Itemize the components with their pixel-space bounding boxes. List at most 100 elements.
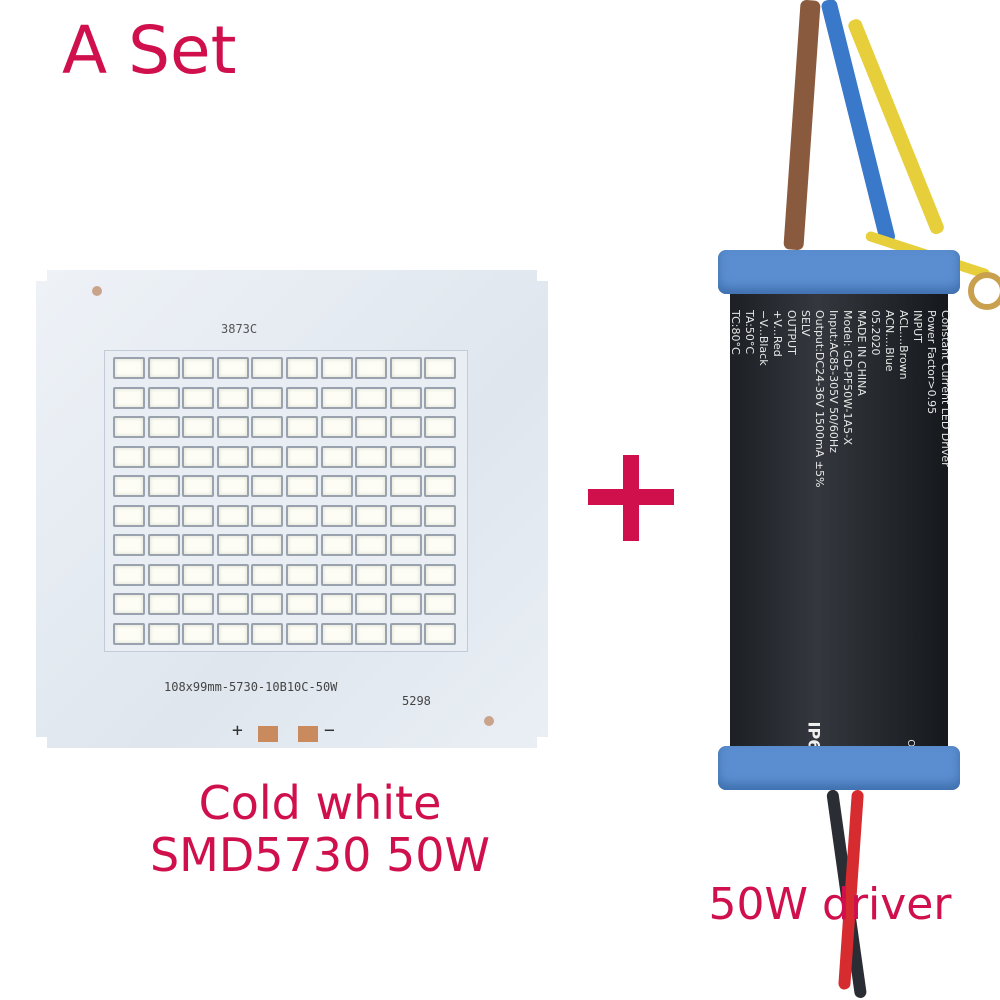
smd-led	[424, 622, 457, 645]
smd-led	[389, 534, 422, 556]
driver-power-factor: Power Factor>0.95	[925, 310, 938, 415]
smd-led	[113, 445, 145, 468]
smd-led	[286, 563, 318, 586]
smd-led	[147, 504, 180, 527]
smd-led	[182, 445, 215, 468]
board-corner	[25, 259, 47, 281]
driver-selv: SELV	[799, 310, 812, 337]
driver-title: Constant Current LED Driver	[939, 310, 952, 467]
smd-led	[216, 475, 249, 497]
smd-led	[251, 416, 284, 438]
smd-led	[355, 475, 388, 497]
board-corner	[537, 259, 559, 281]
smd-led	[147, 475, 180, 497]
smd-led	[389, 357, 422, 379]
smd-led	[113, 593, 145, 615]
smd-led	[355, 622, 388, 645]
smd-led	[113, 534, 145, 556]
minus-sign: −	[324, 720, 335, 741]
led-row	[113, 386, 459, 409]
smd-led	[216, 416, 249, 438]
led-row	[113, 445, 459, 468]
plus-icon	[588, 455, 674, 541]
driver-date: 05.2020	[869, 310, 882, 356]
smd-led	[147, 386, 180, 409]
driver-output-spec: Output:DC24-36V 1500mA ±5%	[813, 310, 826, 488]
driver-input-spec: Input:AC85-305V 50/60Hz	[827, 310, 840, 453]
driver-output: OUTPUT	[785, 310, 798, 355]
board-corner	[25, 737, 47, 759]
smd-led	[182, 475, 215, 497]
smd-led	[355, 504, 388, 527]
smd-led	[424, 475, 457, 497]
driver-body: Constant Current LED Driver Power Factor…	[729, 280, 952, 761]
smd-led	[251, 593, 284, 615]
title: A Set	[62, 12, 237, 89]
smd-led	[355, 416, 388, 438]
smd-led	[251, 445, 284, 468]
wire-brown	[783, 0, 821, 251]
smd-led	[355, 357, 388, 379]
smd-led	[355, 563, 388, 586]
led-caption: Cold white SMD5730 50W	[100, 776, 540, 881]
smd-led	[182, 386, 215, 409]
smd-led	[286, 622, 318, 645]
smd-led	[286, 416, 318, 438]
smd-led	[216, 622, 249, 645]
smd-led	[286, 593, 318, 615]
smd-led	[147, 416, 180, 438]
smd-led	[251, 534, 284, 556]
smd-led	[389, 622, 422, 645]
smd-led	[113, 504, 145, 527]
smd-led	[286, 534, 318, 556]
smd-led	[113, 386, 145, 409]
driver-tc: TC:80°C	[729, 310, 742, 355]
smd-led	[182, 416, 215, 438]
led-grid	[104, 350, 468, 652]
smd-led	[355, 593, 388, 615]
smd-led	[389, 593, 422, 615]
smd-led	[320, 534, 353, 556]
led-row	[113, 593, 459, 615]
driver-end-cap	[718, 746, 960, 790]
smd-led	[424, 504, 457, 527]
smd-led	[113, 563, 145, 586]
smd-led	[147, 357, 180, 379]
smd-led	[389, 445, 422, 468]
driver-label: Constant Current LED Driver Power Factor…	[728, 310, 952, 730]
driver-caption: 50W driver	[708, 879, 952, 930]
smd-led	[355, 445, 388, 468]
smd-led	[216, 593, 249, 615]
smd-led	[389, 504, 422, 527]
smd-led	[286, 357, 318, 379]
smd-led	[320, 386, 353, 409]
ring-terminal	[968, 272, 1000, 310]
solder-pad	[258, 726, 278, 742]
driver-input: INPUT	[911, 310, 924, 343]
smd-led	[251, 386, 284, 409]
smd-led	[147, 563, 180, 586]
smd-led	[355, 386, 388, 409]
smd-led	[286, 445, 318, 468]
led-driver-image: Constant Current LED Driver Power Factor…	[718, 250, 960, 790]
smd-led	[216, 534, 249, 556]
smd-led	[286, 475, 318, 497]
smd-led	[424, 563, 457, 586]
smd-led	[424, 593, 457, 615]
mount-hole	[92, 286, 102, 296]
smd-led	[113, 357, 145, 379]
led-board-image: 3873C 108x99mm-5730-10B10C-50W 5298 + −	[25, 259, 559, 759]
driver-acn: ACN....Blue	[883, 310, 896, 372]
smd-led	[320, 593, 353, 615]
smd-led	[182, 357, 215, 379]
smd-led	[251, 563, 284, 586]
smd-led	[216, 357, 249, 379]
led-row	[113, 416, 459, 438]
led-row	[113, 475, 459, 497]
smd-led	[182, 504, 215, 527]
smd-led	[320, 416, 353, 438]
smd-led	[389, 416, 422, 438]
smd-led	[389, 475, 422, 497]
led-caption-line1: Cold white	[198, 776, 442, 830]
board-corner	[537, 737, 559, 759]
